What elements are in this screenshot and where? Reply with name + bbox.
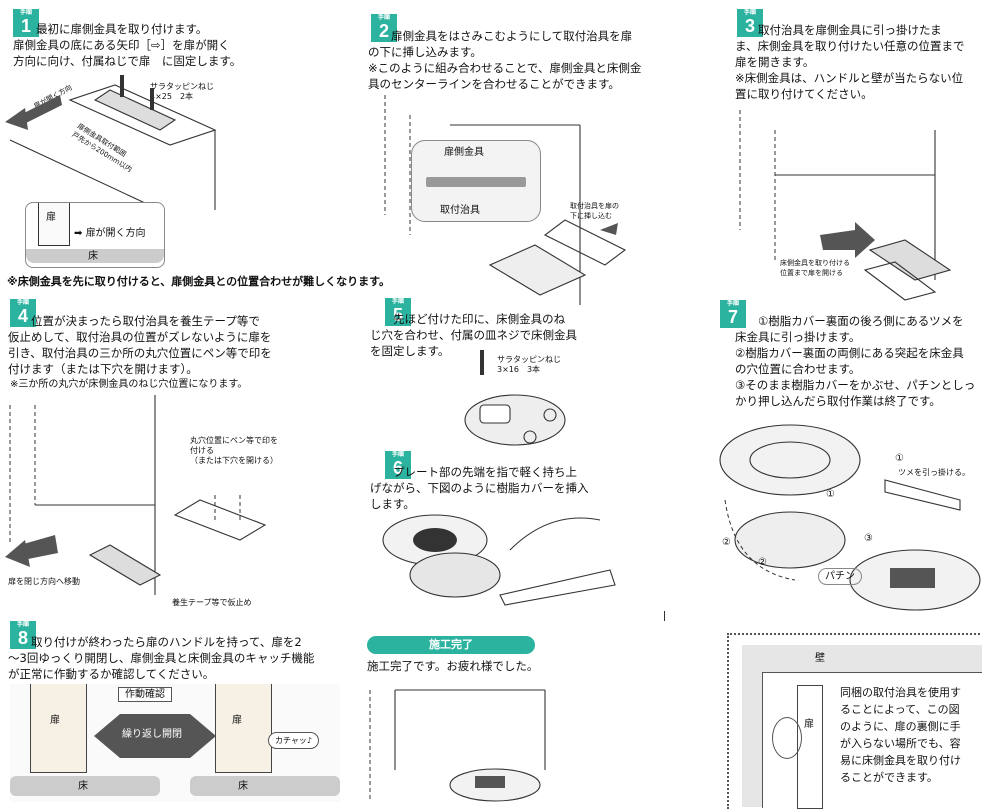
inset-bracket xyxy=(426,177,526,187)
door-left xyxy=(30,684,87,773)
step-2-label-door-bracket: 扉側金具 xyxy=(444,147,484,158)
step-6-illustration xyxy=(382,514,616,606)
floor-right-label: 床 xyxy=(238,781,248,792)
inset-arrow-label: ➡ 扉が開く方向 xyxy=(74,228,146,239)
check-label: 作動確認 xyxy=(118,687,172,702)
step-8-badge: 手順 8 xyxy=(10,621,36,649)
step-7-hook-label: ツメを引っ掛ける。 xyxy=(898,468,970,477)
step-4-move-label: 扉を閉じ方向へ移動 xyxy=(8,577,80,586)
step-1-inset: 扉 ➡ 扉が開く方向 床 xyxy=(25,202,165,268)
step-2-insert-label: 取付治具を扉の 下に挿し込む xyxy=(570,202,619,220)
door-right-label: 扉 xyxy=(232,715,242,726)
step-4-mark-label: 丸穴位置にペン等で印を 付ける （または下穴を開ける） xyxy=(190,436,278,465)
step-7-snap-label: パチン xyxy=(818,568,862,585)
step-4-note: ※三か所の丸穴が床側金具のねじ穴位置になります。 xyxy=(10,379,248,390)
step-3-text: 取付治具を扉側金具に引っ掛けたま ま、床側金具を取り付けたい任意の位置まで 扉を… xyxy=(735,23,965,101)
step-3-illustration xyxy=(739,110,952,301)
step-6-text: プレート部の先端を指で軽く持ち上 げながら、下図のように樹脂カバーを挿入 します… xyxy=(370,465,589,511)
click-bubble: カチャッ♪ xyxy=(268,732,320,749)
step-4-tape-label: 養生テープ等で仮止め xyxy=(172,598,252,607)
step-4-text: 位置が決まったら取付治具を養生テープ等で 仮止めして、取付治具の位置がズレないよ… xyxy=(8,314,272,376)
step-2-illustration xyxy=(384,95,627,305)
step-2-inset xyxy=(411,140,541,222)
inset-door xyxy=(38,203,70,246)
completion-illustration xyxy=(369,689,546,802)
step-1-screw-label: サラタッピンねじ 4×25 2本 xyxy=(150,82,214,101)
step-8-text: 取り付けが終わったら扉のハンドルを持って、扉を2 〜3回ゆっくり開閉し、扉側金具… xyxy=(8,635,315,681)
step-7-callout-2b: ② xyxy=(758,557,767,568)
step-2-text: 扉側金具をはさみこむようにして取付治具を扉 の下に挿し込みます。 ※このように組… xyxy=(368,29,642,91)
inset-door-label: 扉 xyxy=(46,212,56,223)
divider-mark xyxy=(664,611,665,621)
info-box-text: 同梱の取付治具を使用す ることによって、この図 のように、扉の裏側に手 が入らな… xyxy=(840,686,961,784)
info-box-door-label: 扉 xyxy=(804,719,814,730)
step-2-label-jig: 取付治具 xyxy=(440,205,480,216)
step-5-badge: 手順 5 xyxy=(385,298,411,326)
step-7-badge: 手順 7 xyxy=(720,300,746,328)
step-7-callout-1: ① xyxy=(895,453,904,464)
door-right xyxy=(215,684,272,773)
info-box xyxy=(727,633,982,809)
step-8-illustration: 扉 扉 作動確認 繰り返し開閉 カチャッ♪ 床 床 xyxy=(10,684,340,802)
step-1-illustration xyxy=(5,75,217,211)
step-1-badge: 手順 1 xyxy=(13,9,39,37)
step-3-open-label: 床側金具を取り付ける 位置まで扉を開ける xyxy=(780,259,850,277)
step-6-badge: 手順 6 xyxy=(385,451,411,479)
inset-floor-label: 床 xyxy=(88,251,98,262)
completion-text: 施工完了です。お疲れ様でした。 xyxy=(367,659,539,673)
step-5-screw-label: サラタッピンねじ 3×16 3本 xyxy=(497,355,561,374)
step-4-badge: 手順 4 xyxy=(10,299,36,327)
step-5-illustration xyxy=(464,350,566,446)
step-1-text: 最初に扉側金具を取り付けます。 扉側金具の底にある矢印［⇨］を扉が開く 方向に向… xyxy=(13,22,242,68)
step-7-callout-3: ③ xyxy=(864,533,873,544)
step-3-badge: 手順 3 xyxy=(737,9,763,37)
info-box-wall-label: 壁 xyxy=(815,653,825,664)
step-4-illustration xyxy=(5,395,267,595)
step-7-text: ①樹脂カバー裏面の後ろ側にあるツメを 床金具に引っ掛けます。 ②樹脂カバー裏面の… xyxy=(735,314,976,408)
repeat-label: 繰り返し開閉 xyxy=(122,729,182,740)
floor-left-label: 床 xyxy=(78,781,88,792)
inset-floor xyxy=(26,249,164,263)
step-7-illustration xyxy=(719,424,981,611)
floor-left xyxy=(10,776,160,796)
door-left-label: 扉 xyxy=(50,715,60,726)
step-5-text: 先ほど付けた印に、床側金具のね じ穴を合わせ、付属の皿ネジで床側金具 を固定しま… xyxy=(370,312,577,358)
completion-badge: 施工完了 xyxy=(367,636,535,654)
step-7-callout-1b: ① xyxy=(826,489,835,500)
step-2-badge: 手順 2 xyxy=(371,14,397,42)
warning-text: ※床側金具を先に取り付けると、扉側金具との位置合わせが難しくなります。 xyxy=(7,275,391,288)
info-box-door xyxy=(797,685,823,809)
step-7-callout-2: ② xyxy=(722,537,731,548)
floor-right xyxy=(190,776,340,796)
